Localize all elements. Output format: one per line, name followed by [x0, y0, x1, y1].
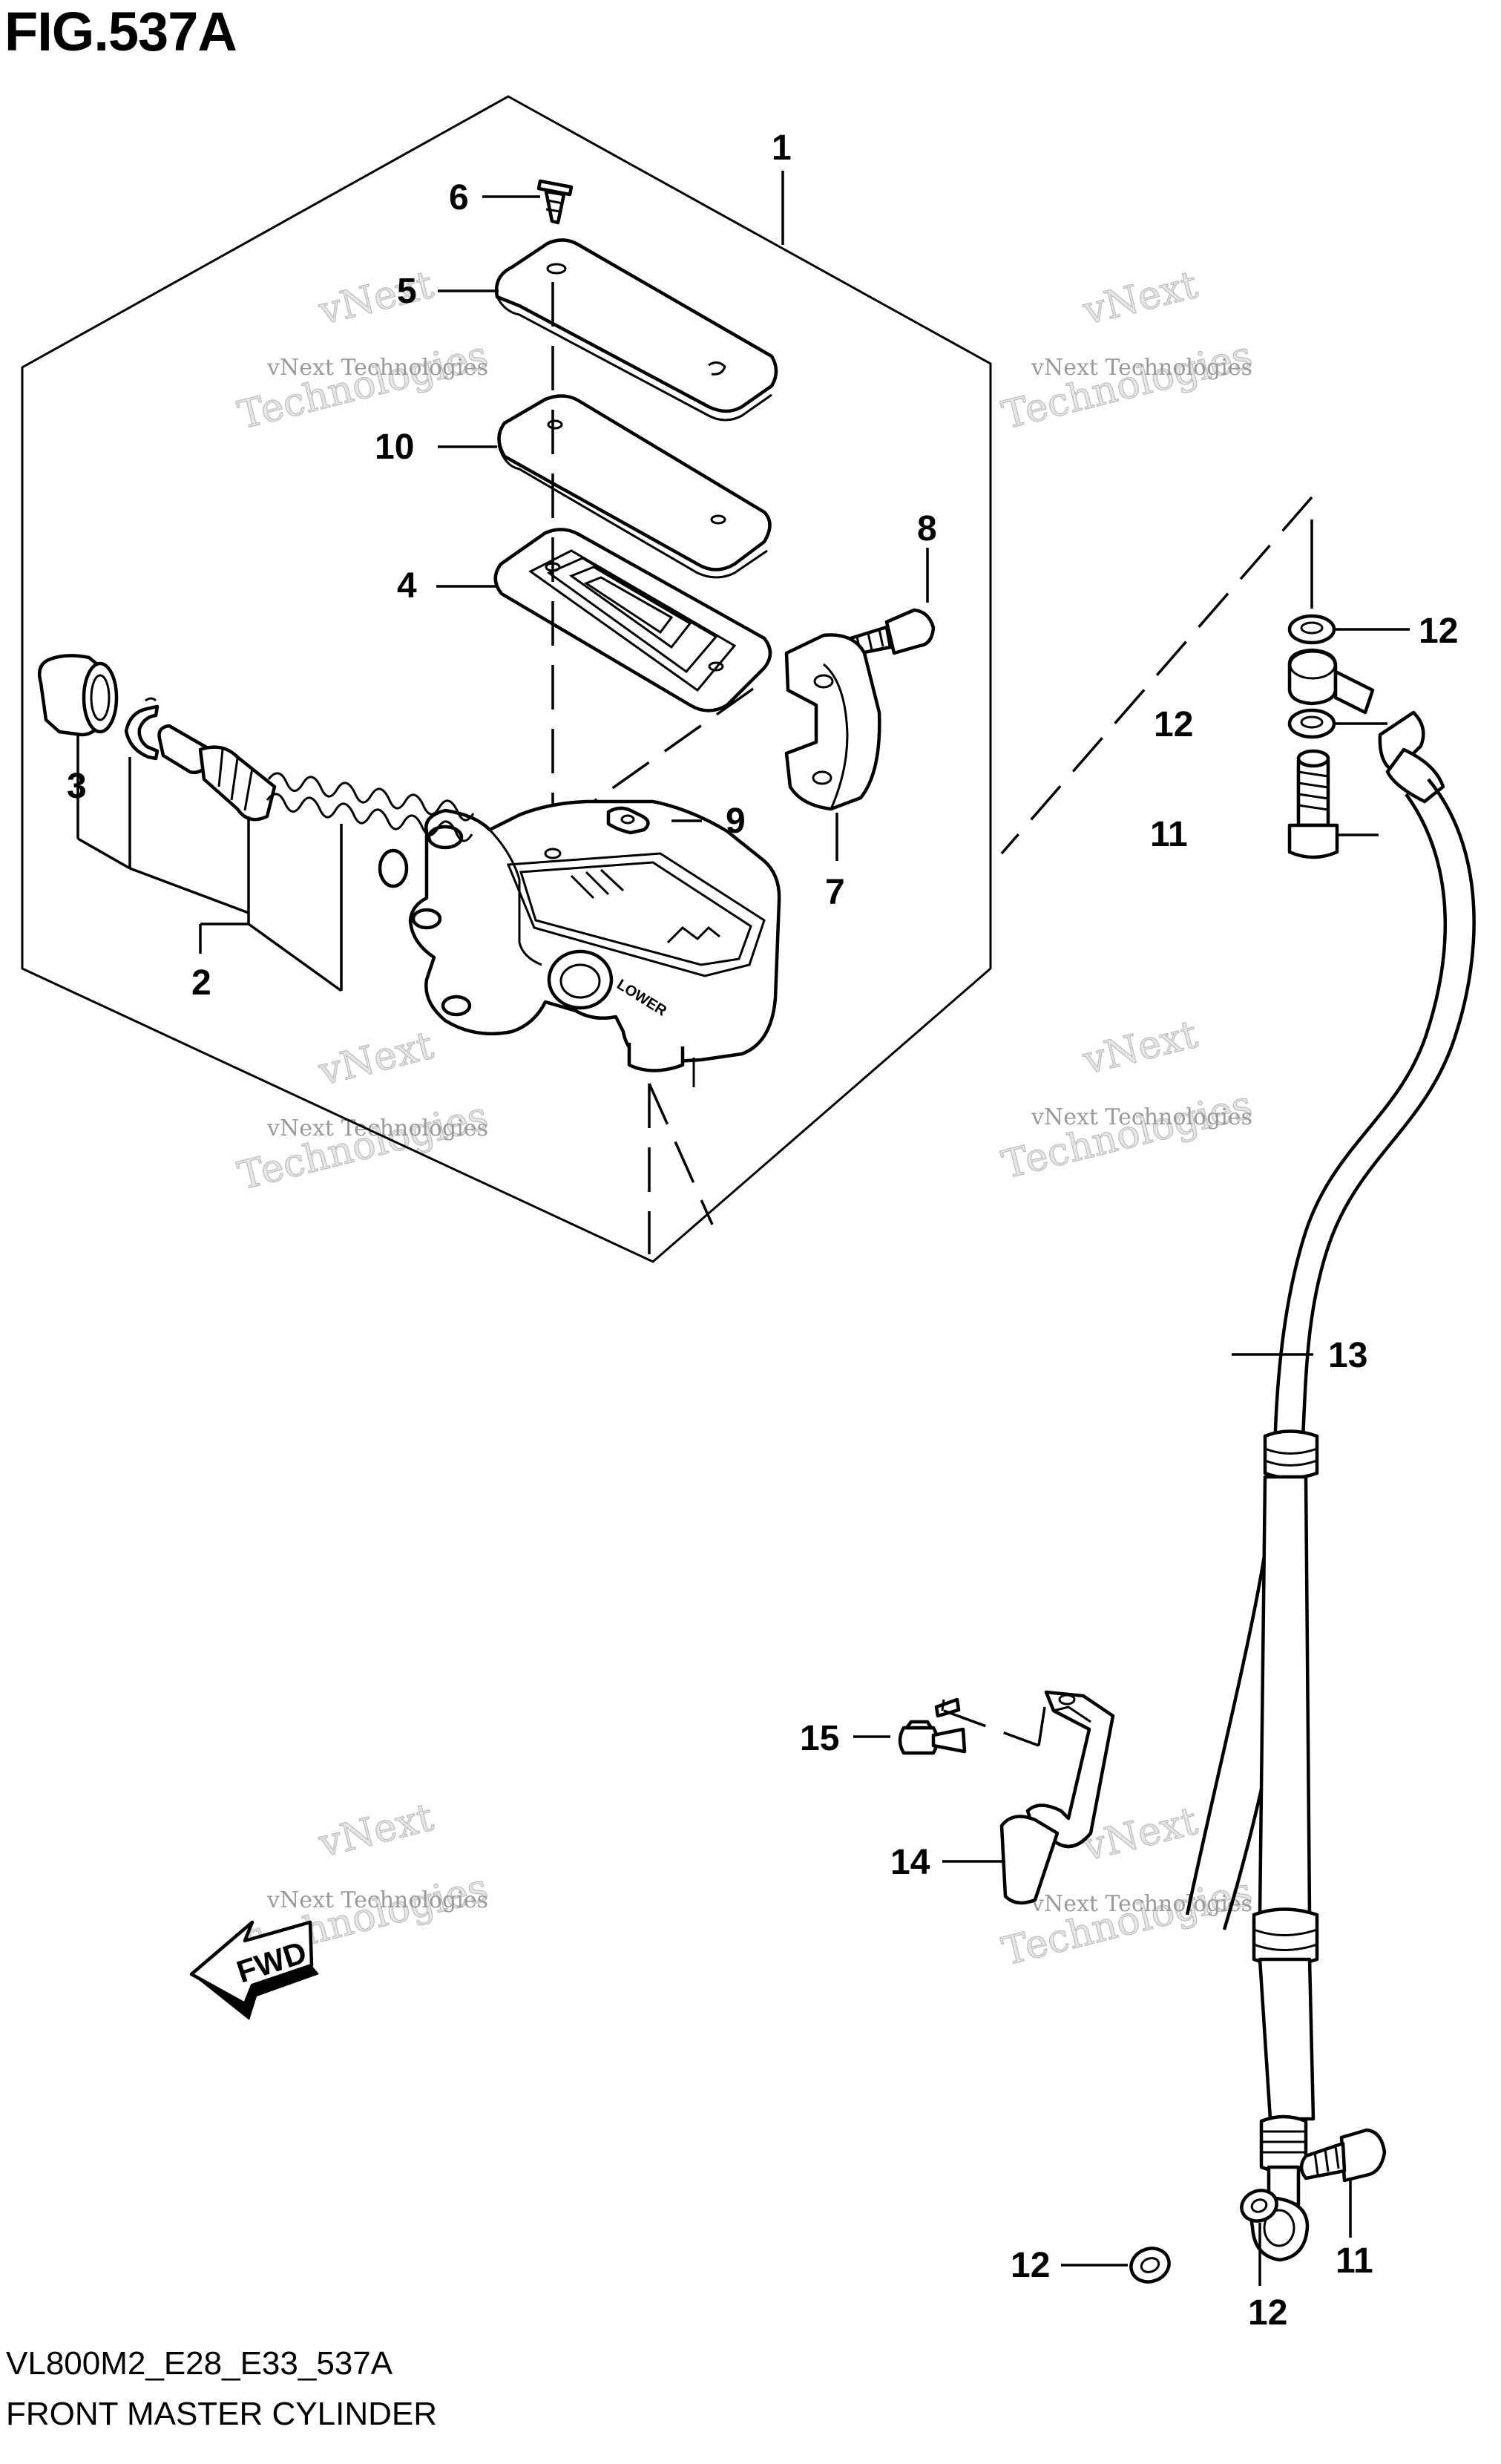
watermark-top-right: vNext Technologies vNext Technologies	[997, 262, 1257, 439]
leader-lines	[76, 171, 1410, 2286]
footer-code: VL800M2_E28_E33_537A	[6, 2345, 393, 2382]
svg-text:vNext: vNext	[1078, 263, 1202, 334]
watermark-mid-right: vNext Technologies vNext Technologies	[997, 1012, 1257, 1188]
part-12-washer-top-lower	[1287, 708, 1336, 739]
part-13-brake-hose	[1185, 710, 1476, 1930]
assembly-boundary	[21, 95, 992, 1263]
dashed-connectors	[648, 496, 1313, 1747]
callout-1: 1	[772, 128, 792, 168]
callout-5: 5	[397, 272, 417, 311]
part-15-bolt	[898, 1697, 967, 1755]
callout-12-bottom-right: 12	[1248, 2293, 1287, 2333]
svg-text:vNext: vNext	[314, 1023, 438, 1095]
svg-text:vNext: vNext	[314, 263, 438, 334]
callout-12-bottom-left: 12	[1011, 2246, 1050, 2285]
callout-11-bottom: 11	[1336, 2241, 1373, 2281]
callout-2: 2	[191, 963, 211, 1003]
part-11-banjo-bolt-bottom	[1299, 2128, 1387, 2183]
part-12-washer-bottom-left	[1129, 2247, 1171, 2284]
part-4-gasket	[493, 528, 772, 712]
callout-labels: 1 2 3 4 5 6 7 8 9 10 11 11 12 12 12 12 1…	[67, 128, 1458, 2333]
part-11-banjo-bolt-top	[1287, 749, 1339, 859]
part-6-screw	[536, 179, 574, 225]
svg-text:vNext Technologies: vNext Technologies	[1031, 355, 1252, 381]
part-10-diaphragm-plate	[497, 394, 772, 579]
part-12-washer-bottom-right	[1240, 2189, 1278, 2223]
part-7-clamp	[784, 633, 881, 811]
part-2-piston-spring	[157, 724, 475, 888]
callout-10: 10	[375, 427, 414, 467]
part-banjo-fitting-top	[1287, 648, 1375, 715]
svg-text:vNext: vNext	[314, 1795, 438, 1867]
callout-6: 6	[449, 178, 469, 217]
callout-12-top: 12	[1419, 612, 1458, 651]
watermark-mid-left: vNext Technologies vNext Technologies	[233, 1023, 493, 1199]
svg-text:Technologies: Technologies	[998, 333, 1256, 438]
part-5-reservoir-cap	[494, 238, 778, 422]
svg-text:Technologies: Technologies	[998, 1083, 1256, 1187]
callout-15: 15	[800, 1719, 839, 1758]
part-12-washer-top-upper	[1287, 614, 1336, 645]
part-circlip	[124, 697, 160, 761]
svg-text:vNext Technologies: vNext Technologies	[266, 1887, 488, 1913]
fwd-arrow: FWD	[189, 1920, 319, 2020]
callout-11-top: 11	[1150, 815, 1188, 854]
watermark-top-left: vNext Technologies vNext Technologies	[233, 262, 493, 439]
svg-text:vNext: vNext	[1078, 1012, 1202, 1084]
part-3-boot	[37, 654, 119, 737]
callout-9: 9	[726, 802, 746, 841]
footer-name: FRONT MASTER CYLINDER	[6, 2396, 438, 2432]
hose-lower-segment	[1249, 1475, 1319, 2262]
callout-7: 7	[825, 873, 845, 912]
piston-spring-coils	[266, 772, 475, 842]
callout-12-second: 12	[1154, 705, 1193, 744]
callout-3: 3	[67, 767, 87, 806]
callout-14: 14	[890, 1843, 930, 1882]
svg-text:Technologies: Technologies	[234, 333, 492, 438]
part-9-clip	[606, 806, 650, 835]
svg-text:vNext Technologies: vNext Technologies	[1031, 1104, 1252, 1130]
hose-collar-middle	[1263, 1429, 1319, 1480]
callout-4: 4	[397, 566, 417, 606]
svg-text:vNext Technologies: vNext Technologies	[266, 1115, 488, 1141]
svg-text:Technologies: Technologies	[234, 1094, 492, 1199]
callout-13: 13	[1328, 1336, 1367, 1375]
svg-text:vNext Technologies: vNext Technologies	[266, 355, 488, 381]
callout-8: 8	[917, 509, 937, 548]
figure-title: FIG.537A	[4, 1, 237, 62]
part-14-bracket	[999, 1690, 1115, 1905]
svg-text:vNext Technologies: vNext Technologies	[1031, 1891, 1252, 1917]
part-master-cylinder-body: LOWER	[408, 799, 781, 1087]
